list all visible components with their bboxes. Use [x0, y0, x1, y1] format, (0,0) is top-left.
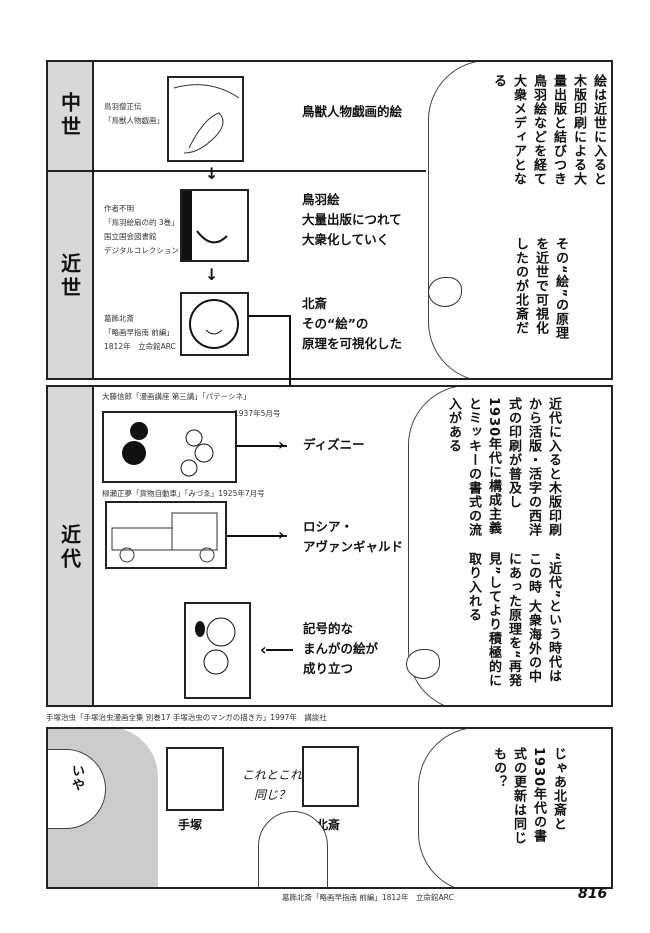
panel-dialogue: いや 手塚 これとこれ 同じ？ 北斎 じゃあ北斎と1930年代の書式の更新は同じ… — [46, 727, 613, 889]
source-date: 1937年5月号 — [234, 409, 281, 418]
narration-text: “近代”という時代はこの時 大衆海外の中にあった原理を“再発見”してより積極的に… — [466, 552, 561, 688]
disney-image — [102, 411, 237, 483]
era-label-early-modern: 近世 — [48, 172, 94, 378]
source-caption: 大藤信郎「漫画講座 第三講」「パテーシネ」 — [102, 392, 251, 401]
source-caption: 鳥羽僧正伝 「鳥獣人物戯画」 — [104, 102, 164, 125]
tezuka-image — [184, 602, 251, 699]
source-caption: 葛飾北斎 「略画早指南 前編」 1812年 立命館ARC — [104, 314, 176, 351]
page-number: 816 — [578, 886, 608, 902]
divider — [48, 170, 426, 172]
truck-image — [105, 501, 227, 569]
speech-bubble — [428, 62, 611, 378]
panel-modern: 近代 大藤信郎「漫画講座 第三講」「パテーシネ」 1937年5月号 › ディズニ… — [46, 385, 613, 707]
monkey-character — [258, 811, 328, 887]
item-label: 鳥獣人物戯画的絵 — [302, 104, 403, 119]
horse-character — [428, 277, 462, 307]
arrow-line — [237, 445, 287, 447]
arrow-line — [227, 535, 287, 537]
narration-text: 近代に入ると木版印刷から活版・活字の西洋式の印刷が普及し1930年代に構成主義と… — [446, 397, 561, 537]
narration-text: 鳥獣人物戯画的な絵は近世に入ると木版印刷による大量出版と結びつき 鳥羽絵などを経… — [491, 74, 606, 186]
panel-premodern: 中世 近世 鳥羽僧正伝 「鳥獣人物戯画」 鳥獣人物戯画的絵 ↓ 作者不明 「鳥羽… — [46, 60, 613, 380]
era-label-modern: 近代 — [48, 387, 94, 705]
connector-line — [248, 315, 291, 317]
truck-illustration — [111, 512, 218, 563]
item-label: 記号的な まんがの絵が 成り立つ — [303, 621, 379, 676]
tezuka-thumbnail — [166, 747, 224, 811]
horse-character — [406, 649, 440, 679]
tobae-image — [180, 189, 249, 262]
source-caption: 柳瀬正夢「貨物自動車」「みづゑ」1925年7月号 — [102, 489, 265, 498]
arrow-left-icon: ‹ — [260, 640, 267, 659]
frog-illustration — [173, 84, 240, 154]
lion-cub-illustration — [195, 617, 236, 675]
hokusai-image — [180, 292, 249, 356]
handwritten-question: これとこれ 同じ？ — [242, 768, 303, 802]
mickey-illustration — [122, 422, 214, 477]
item-label: ディズニー — [303, 437, 365, 452]
image-credit: 葛飾北斎「略画早指南 前編」1812年 立命館ARC — [282, 893, 454, 902]
arrow-down-icon: ↓ — [205, 265, 219, 284]
speech-text: じゃあ北斎と1930年代の書式の更新は同じもの？ — [491, 747, 566, 845]
chojugiga-image — [167, 76, 244, 162]
narration-text: その“絵”の原理を近世で可視化したのが北斎だ — [513, 237, 568, 341]
arrow-right-icon: › — [278, 435, 285, 454]
item-label: ロシア・ アヴァンギャルド — [303, 519, 404, 554]
arrow-down-icon: ↓ — [205, 164, 219, 183]
image-credit: 手塚治虫「手塚治虫漫画全集 別巻17 手塚治虫のマンガの描き方」1997年 講談… — [46, 713, 327, 722]
arrow-line — [266, 649, 293, 651]
speech-bubble — [418, 729, 611, 887]
item-label: 鳥羽絵 大量出版につれて 大衆化していく — [302, 192, 402, 247]
item-label: 北斎 その“絵”の 原理を可視化した — [302, 296, 403, 351]
speech-text: いや — [69, 764, 84, 792]
bear-illustration — [189, 299, 239, 349]
hokusai-thumbnail — [302, 746, 359, 807]
arrow-right-icon: › — [278, 525, 285, 544]
face-illustration — [182, 191, 228, 260]
thumbnail-label: 手塚 — [178, 818, 203, 832]
source-caption: 作者不明 「鳥羽絵扇の的 3巻」 国立国会図書館 デジタルコレクション — [104, 204, 179, 255]
era-label-medieval: 中世 — [48, 62, 94, 170]
speech-bubble — [408, 387, 611, 705]
